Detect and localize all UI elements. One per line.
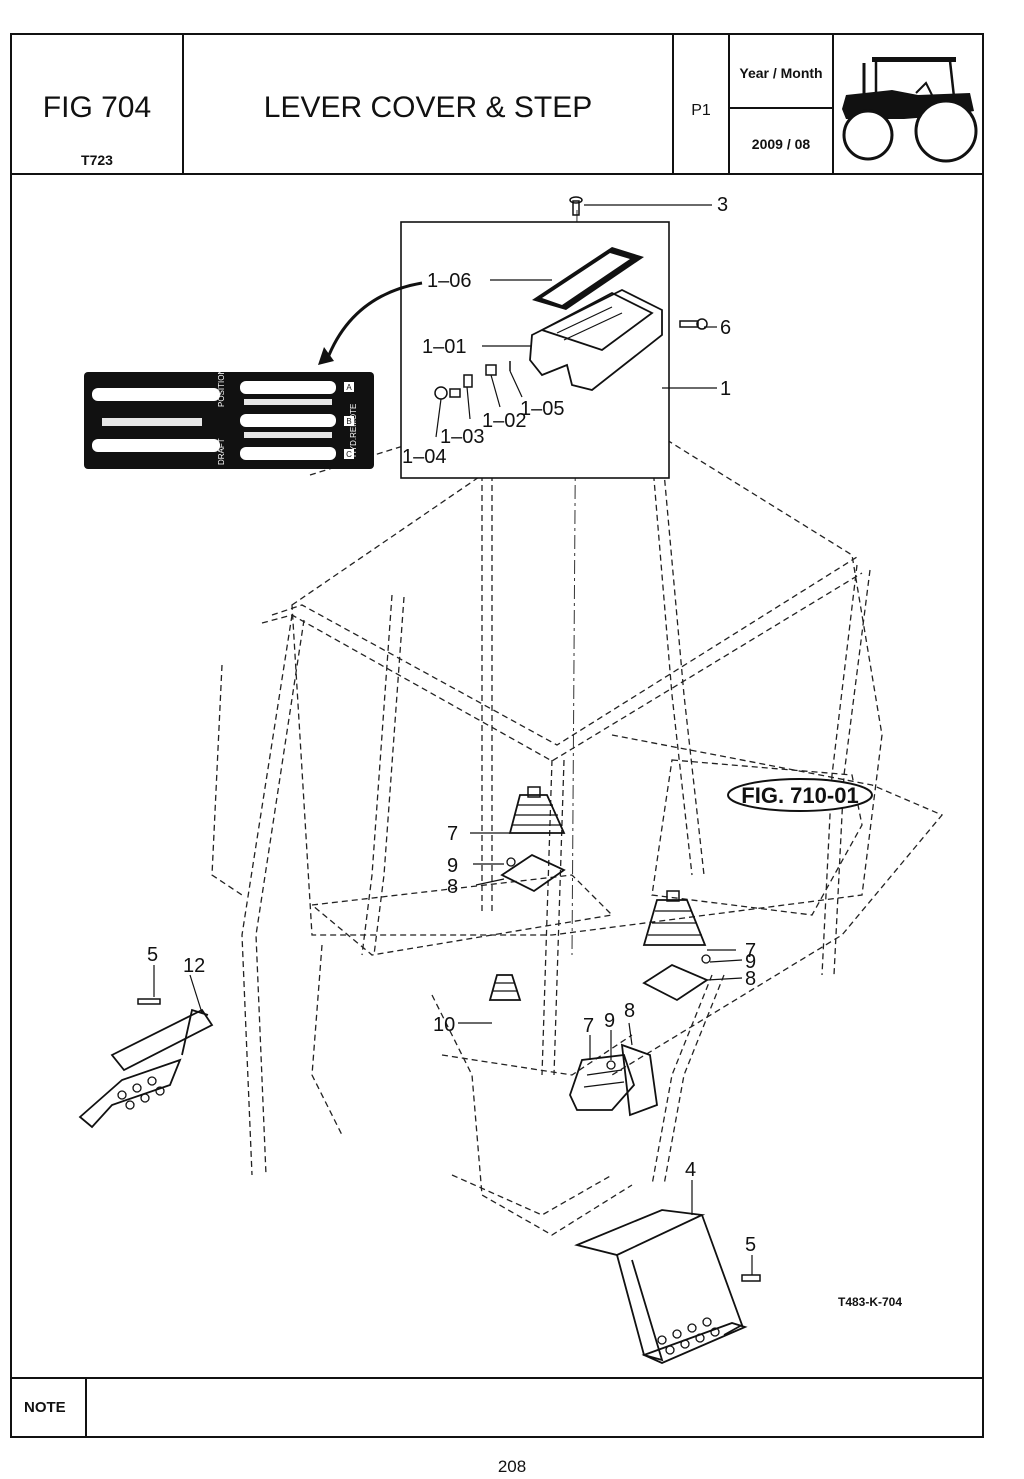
callout-1-05: 1–05	[520, 398, 565, 420]
page-code: P1	[691, 102, 711, 119]
title-cell: LEVER COVER & STEP	[184, 35, 674, 173]
decal-letter-a: A	[346, 383, 352, 392]
decal-hyd-remote-text: HYD.REMOTE	[349, 404, 358, 457]
callout-1-06: 1–06	[427, 270, 472, 292]
lever-boot-right	[642, 890, 711, 1002]
callout-7-upper: 7	[447, 823, 458, 845]
lever-decal-panel: POSITION DRAFT HYD.REMOTE A B C	[84, 369, 374, 469]
decal-draft-text: DRAFT	[217, 438, 226, 465]
page-title: LEVER COVER & STEP	[263, 91, 593, 124]
note-label: NOTE	[12, 1379, 87, 1436]
year-month-cell: Year / Month 2009 / 08	[730, 35, 834, 173]
leader-lines	[153, 204, 753, 1275]
callout-5-right: 5	[745, 1234, 756, 1256]
year-month-value: 2009 / 08	[751, 136, 811, 152]
page-frame: FIG 704 T723 LEVER COVER & STEP P1 Year …	[10, 33, 984, 1438]
page-code-cell: P1	[674, 35, 730, 173]
callout-1-03: 1–03	[440, 426, 485, 448]
callout-6: 6	[720, 317, 731, 339]
callout-1-02: 1–02	[482, 410, 527, 432]
fig-reference-text: FIG. 710-01	[741, 783, 858, 808]
callout-5-left: 5	[147, 944, 158, 966]
model-code: T723	[81, 152, 113, 168]
tractor-icon	[842, 57, 978, 163]
bolt-3-icon	[569, 196, 583, 216]
callout-8-lower: 8	[624, 1000, 635, 1022]
callout-7-lower: 7	[583, 1015, 594, 1037]
fig-cell: FIG 704 T723	[12, 35, 184, 173]
year-month-label: Year / Month	[739, 65, 823, 81]
callout-8-right: 8	[745, 968, 756, 990]
callout-12: 12	[183, 955, 205, 977]
callout-1-04: 1–04	[402, 446, 447, 468]
callout-7-right: 7	[745, 940, 756, 962]
note-row: NOTE	[12, 1377, 982, 1436]
lever-decal-plate	[532, 247, 644, 310]
lever-boot-upper	[500, 786, 566, 893]
decal-pointer-arrow	[325, 281, 423, 361]
drawing-code: T483-K-704	[838, 1295, 902, 1309]
lever-boot-small	[488, 974, 522, 1001]
callout-4: 4	[685, 1159, 696, 1181]
decal-letter-b: B	[346, 417, 351, 426]
cab-frame	[211, 436, 944, 1236]
callout-labels: 3 1–06 6 1–01 1 1–05 1–02 1–03 1–04 7 9 …	[147, 194, 756, 1256]
callout-1: 1	[720, 378, 731, 400]
callout-3: 3	[717, 194, 728, 216]
arrow-head-icon	[318, 347, 334, 365]
callout-10: 10	[433, 1014, 455, 1036]
exploded-diagram: .dash { fill: none; stroke: #222; stroke…	[78, 194, 944, 1364]
header-table: FIG 704 T723 LEVER COVER & STEP P1 Year …	[12, 35, 982, 175]
decal-position-text: POSITION	[217, 369, 226, 407]
tractor-cell	[834, 35, 982, 173]
lever-cover	[529, 288, 663, 391]
left-step	[78, 998, 214, 1129]
year-month-divider	[730, 107, 832, 109]
callout-9-right: 9	[745, 951, 756, 973]
callout-1-01: 1–01	[422, 336, 467, 358]
fig-number: FIG 704	[42, 91, 152, 124]
callout-9-lower: 9	[604, 1010, 615, 1032]
decal-letter-c: C	[346, 450, 352, 459]
callout-9-upper: 9	[447, 855, 458, 877]
fig-reference-oval: FIG. 710-01	[727, 778, 873, 812]
bolt-6-icon	[679, 318, 708, 330]
center-line	[571, 209, 578, 956]
page-number: 208	[497, 1457, 527, 1476]
parts-drawing: .dash { fill: none; stroke: #222; stroke…	[12, 175, 982, 1377]
lever-boot-side	[569, 1043, 658, 1117]
callout-8-upper: 8	[447, 876, 458, 898]
right-step	[574, 1209, 761, 1364]
